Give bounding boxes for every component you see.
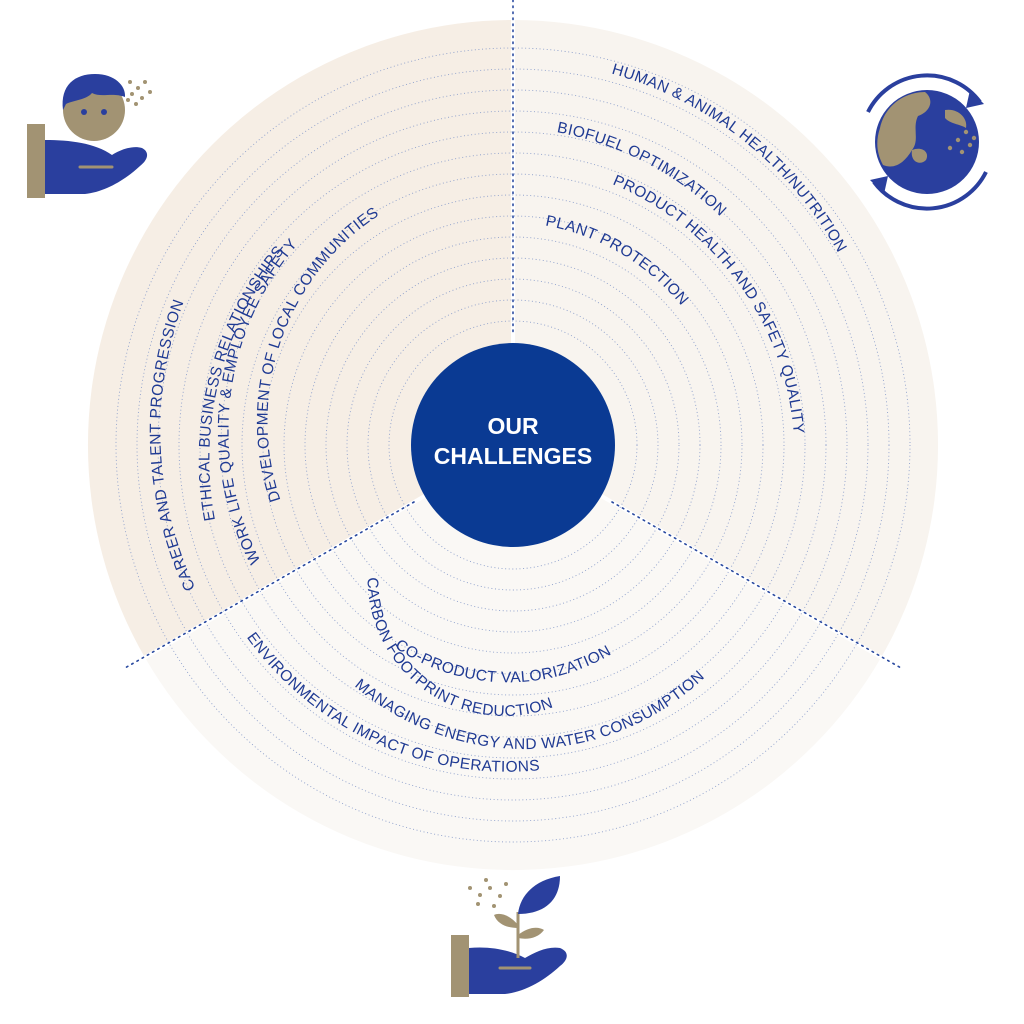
axis-lines: [124, 0, 902, 669]
dotted-ring: [136, 68, 890, 822]
dotted-ring: [262, 194, 764, 696]
dotted-ring: [157, 89, 869, 801]
sector-product-background: [513, 19, 939, 658]
dotted-ring: [220, 152, 806, 738]
center-title-line2: CHALLENGES: [434, 443, 592, 469]
dotted-ring: [241, 173, 785, 717]
dotted-ring: [115, 47, 911, 843]
center-badge: OUR CHALLENGES: [411, 343, 615, 547]
dotted-ring: [199, 131, 827, 759]
dotted-ring: [346, 278, 680, 612]
person-in-hand-icon: [27, 74, 152, 198]
rotating-globe-icon: [866, 73, 988, 211]
dotted-rings: [115, 47, 911, 843]
dotted-ring: [178, 110, 848, 780]
plant-in-hand-icon: [451, 876, 567, 997]
dotted-ring: [367, 299, 659, 591]
dotted-ring: [388, 320, 638, 570]
center-title-line1: OUR: [487, 413, 539, 439]
dotted-ring: [325, 257, 701, 633]
dotted-ring: [283, 215, 743, 675]
sector-social-background: [87, 19, 514, 658]
dotted-ring: [304, 236, 722, 654]
